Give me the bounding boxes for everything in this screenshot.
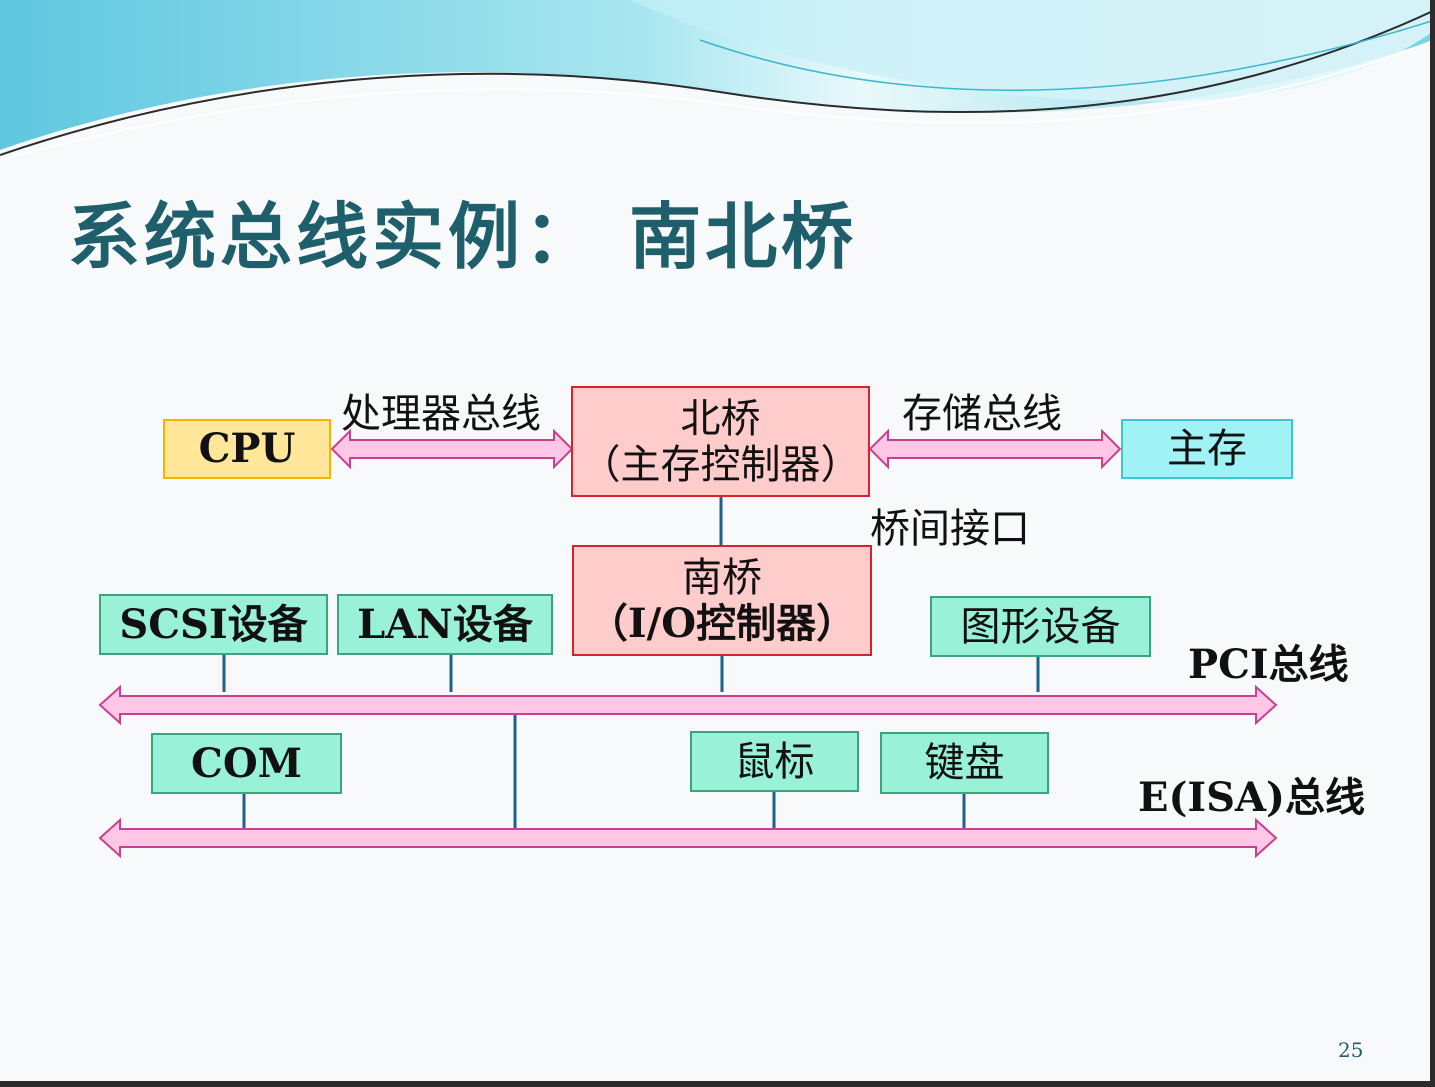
bridge-interface-label: 桥间接口 [870, 506, 1030, 552]
main-memory-box: 主存 [1121, 419, 1293, 479]
graphics-device-box: 图形设备 [930, 596, 1151, 657]
memory-bus-arrow [868, 428, 1122, 470]
south-bridge-subtitle: （I/O控制器） [587, 599, 857, 647]
south-bridge-title: 南桥 [682, 554, 762, 601]
memory-bus-label: 存储总线 [902, 391, 1062, 437]
slide-frame-right [1430, 0, 1435, 1087]
pci-bus-label: PCI总线 [1188, 641, 1349, 688]
slide-title: 系统总线实例： 南北桥 [68, 195, 858, 279]
processor-bus-label: 处理器总线 [341, 391, 541, 437]
com-box: COM [151, 733, 342, 794]
isa-bus-label: E(ISA)总线 [1138, 774, 1365, 821]
page-number: 25 [1338, 1038, 1364, 1062]
scsi-device-box: SCSI设备 [99, 594, 328, 655]
lan-device-box: LAN设备 [337, 594, 553, 655]
south-bridge-box: 南桥 （I/O控制器） [572, 545, 872, 656]
connector-lines [222, 497, 1040, 828]
north-bridge-box: 北桥 （主存控制器） [571, 386, 870, 497]
slide-frame-bottom [0, 1081, 1435, 1087]
north-bridge-subtitle: （主存控制器） [580, 441, 861, 488]
keyboard-box: 键盘 [880, 732, 1049, 794]
mouse-box: 鼠标 [690, 731, 859, 792]
cpu-box: CPU [163, 419, 331, 479]
pci-bus-arrow [98, 684, 1278, 726]
header-wave-decoration [0, 0, 1435, 161]
north-bridge-title: 北桥 [680, 395, 761, 442]
isa-bus-arrow [98, 817, 1278, 859]
